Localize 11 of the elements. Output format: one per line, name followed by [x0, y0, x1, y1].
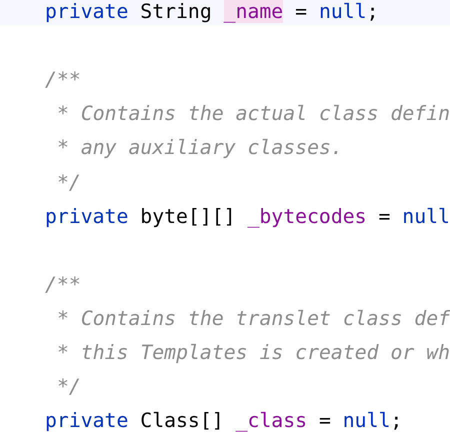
- code-line: private Class[] _class = null;: [45, 408, 402, 434]
- code-comment: * Contains the translet class def: [57, 306, 450, 332]
- code-comment: */: [57, 374, 81, 400]
- code-comment: * Contains the actual class defin: [57, 101, 450, 128]
- code-comment: /**: [45, 272, 81, 298]
- code-comment: * this Templates is created or wh: [57, 340, 450, 366]
- code-comment: */: [57, 170, 81, 196]
- code-comment: * any auxiliary classes.: [57, 135, 343, 162]
- code-line: private byte[][] _bytecodes = null: [45, 204, 450, 230]
- code-line: private String _name = null;: [45, 0, 378, 25]
- code-comment: /**: [45, 67, 81, 94]
